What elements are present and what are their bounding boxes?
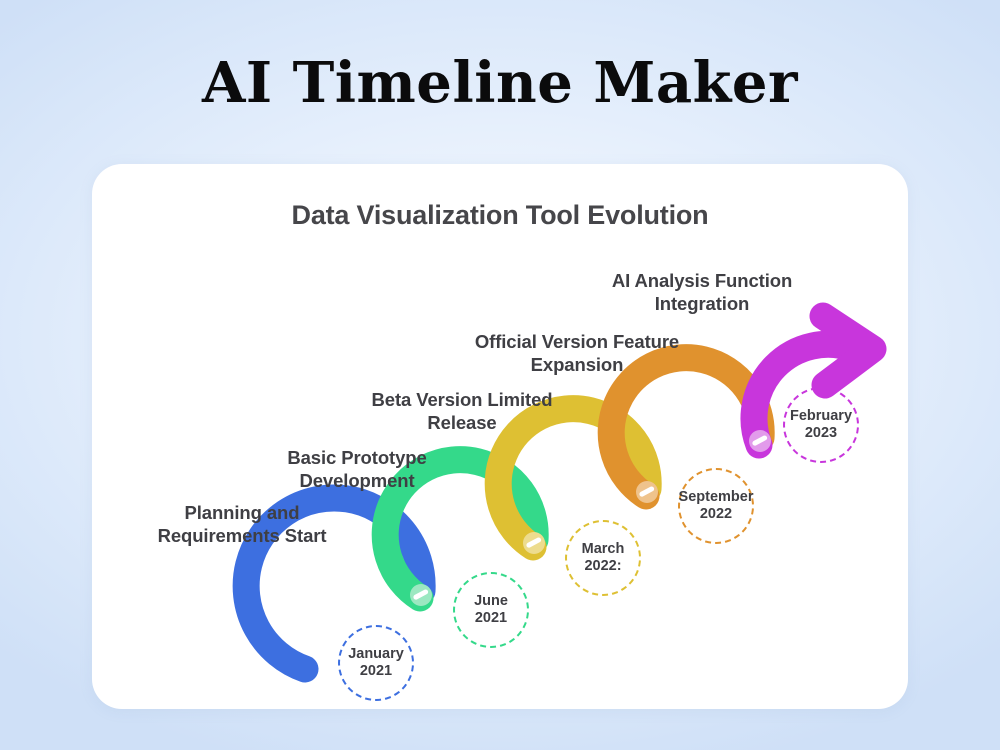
junction-marker-2 <box>523 532 545 554</box>
milestone-label-4: Official Version Feature Expansion <box>474 331 680 375</box>
junction-marker-3 <box>636 481 658 503</box>
milestone-date-5: February 2023 <box>783 387 859 463</box>
milestone-label-5: AI Analysis Function Integration <box>611 270 793 314</box>
page-title: AI Timeline Maker <box>201 50 799 116</box>
timeline-segment-1 <box>232 484 436 683</box>
milestone-label-3: Beta Version Limited Release <box>371 389 553 433</box>
milestone-label-1: Planning and Requirements Start <box>157 502 327 546</box>
timeline-segment-5 <box>740 330 868 459</box>
milestone-date-4-line2: 2022 <box>699 506 733 522</box>
milestone-date-5-line2: 2023 <box>804 425 838 441</box>
milestone-date-3: March 2022: <box>565 520 641 596</box>
milestone-date-4-line1: September <box>678 488 754 505</box>
milestone-date-4: September 2022 <box>678 468 754 544</box>
milestone-date-1-line2: 2021 <box>359 663 393 679</box>
milestone-date-2: June 2021 <box>453 572 529 648</box>
milestone-date-1: January 2021 <box>338 625 414 701</box>
milestone-date-3-line1: March <box>581 540 625 557</box>
timeline-segment-2 <box>371 446 549 612</box>
junction-marker-4 <box>749 430 771 452</box>
timeline-graphic <box>232 302 887 683</box>
junction-marker-1 <box>410 584 432 606</box>
timeline-segment-3 <box>484 395 662 561</box>
milestone-date-5-line1: February <box>789 407 853 424</box>
milestone-date-3-line2: 2022: <box>584 558 622 574</box>
chart-title: Data Visualization Tool Evolution <box>291 200 709 230</box>
milestone-label-2: Basic Prototype Development <box>287 447 427 491</box>
milestone-date-1-line1: January <box>348 645 404 662</box>
timeline-card: Data Visualization Tool Evolution <box>92 164 908 709</box>
milestone-date-2-line2: 2021 <box>474 610 508 626</box>
timeline-arrow-head <box>809 302 887 399</box>
milestone-date-2-line1: June <box>474 592 508 609</box>
